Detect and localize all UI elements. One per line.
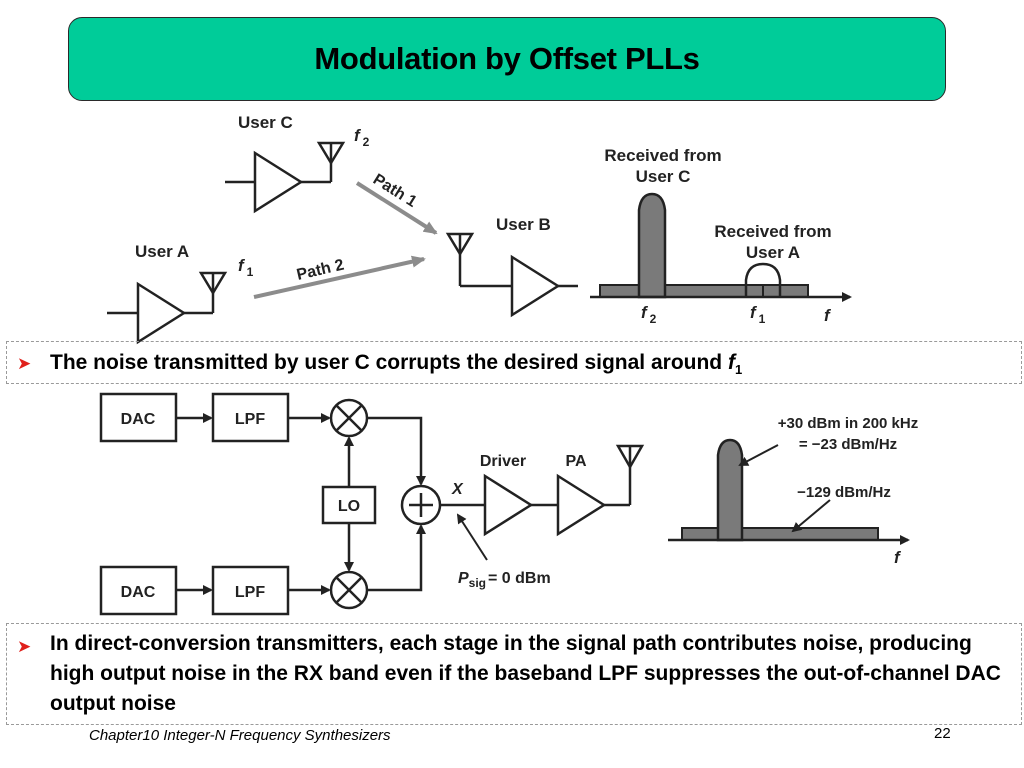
- user-b-antenna-icon: [445, 232, 475, 257]
- psig-label: Psig= 0 dBm: [458, 570, 551, 590]
- tx-axis-f-label: f: [894, 548, 902, 567]
- annot-top-arrow: [738, 444, 779, 466]
- axis-f-label: f: [824, 306, 832, 325]
- psig-arrow: [456, 513, 488, 561]
- bullet-1: ➤ The noise transmitted by user C corrup…: [6, 341, 1022, 384]
- path1-arrow: [355, 181, 438, 235]
- annot-top-line1: +30 dBm in 200 kHz: [778, 415, 918, 432]
- user-b-amplifier: [458, 254, 578, 318]
- bullet-1-text: The noise transmitted by user C corrupts…: [50, 351, 743, 378]
- path2-arrow: [253, 255, 426, 299]
- user-a-antenna-icon: [198, 271, 228, 296]
- user-a-label: User A: [135, 242, 189, 261]
- footer-chapter: Chapter10 Integer-N Frequency Synthesize…: [89, 727, 391, 744]
- lpf-top-box: [211, 392, 290, 443]
- user-c-amplifier: [225, 150, 333, 214]
- title-banner: Modulation by Offset PLLs: [68, 17, 946, 101]
- lpf-top-label: LPF: [235, 411, 265, 428]
- driver-amplifier: [483, 473, 534, 537]
- lpf-bottom-label: LPF: [235, 584, 265, 601]
- mixer-bottom-icon: [329, 570, 369, 610]
- received-a-label-line1: Received from: [714, 222, 831, 241]
- driver-label: Driver: [480, 453, 526, 470]
- page-number: 22: [934, 725, 951, 742]
- bullet-2: ➤ In direct-conversion transmitters, eac…: [6, 623, 1022, 725]
- tx-antenna-icon: [615, 444, 645, 470]
- annot-floor-arrow: [791, 499, 831, 533]
- bullet-arrow-icon: ➤: [17, 637, 32, 656]
- annot-floor-label: −129 dBm/Hz: [797, 484, 891, 501]
- tx-wiring: [176, 413, 632, 595]
- dac-bottom-box: [99, 565, 178, 616]
- mixer-top-icon: [329, 398, 369, 438]
- bullet-2-text: In direct-conversion transmitters, each …: [50, 632, 1001, 715]
- tx-spectrum: [668, 438, 910, 545]
- pa-amplifier: [556, 473, 607, 537]
- received-c-label-line2: User C: [636, 167, 691, 186]
- lpf-bottom-box: [211, 565, 290, 616]
- dac-bottom-label: DAC: [121, 584, 156, 601]
- slide-title: Modulation by Offset PLLs: [314, 41, 700, 76]
- annot-top-line2: = −23 dBm/Hz: [799, 436, 897, 453]
- adder-icon: [400, 484, 442, 526]
- node-x-label: X: [451, 481, 464, 498]
- dac-top-label: DAC: [121, 411, 156, 428]
- user-b-label: User B: [496, 215, 551, 234]
- received-spectrum: [590, 192, 852, 302]
- bullet-arrow-icon: ➤: [17, 354, 32, 373]
- received-a-label-line2: User A: [746, 243, 800, 262]
- pa-label: PA: [565, 453, 586, 470]
- user-c-antenna-icon: [316, 141, 346, 166]
- received-c-label-line1: Received from: [604, 146, 721, 165]
- lo-label: LO: [338, 498, 360, 515]
- user-c-label: User C: [238, 113, 293, 132]
- user-a-amplifier: [107, 281, 215, 345]
